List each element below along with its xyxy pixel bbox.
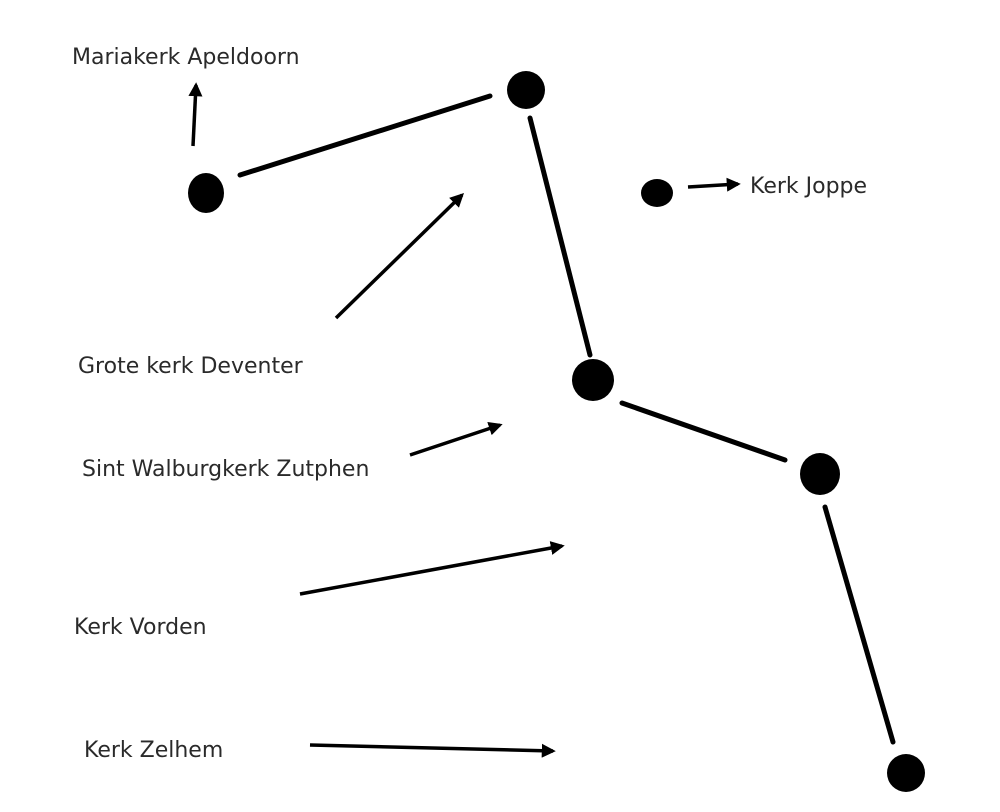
node-grote-kerk-deventer: [507, 71, 545, 109]
arrow-from-deventer-label: [334, 193, 465, 320]
node-kerk-zelhem: [887, 754, 925, 792]
label-mariakerk-apeldoorn: Mariakerk Apeldoorn: [72, 45, 300, 70]
label-sint-walburgkerk-zutphen: Sint Walburgkerk Zutphen: [82, 457, 369, 482]
line-deventer-zutphen: [527, 115, 593, 358]
arrow-to-kerk-joppe-label: [687, 177, 741, 192]
node-mariakerk-apeldoorn: [188, 173, 224, 213]
arrow-from-zelhem-label: [309, 743, 556, 758]
label-grote-kerk-deventer: Grote kerk Deventer: [78, 354, 304, 379]
label-kerk-vorden: Kerk Vorden: [74, 615, 207, 640]
node-sint-walburgkerk-zutphen: [572, 359, 614, 401]
node-kerk-vorden: [800, 453, 840, 495]
label-kerk-joppe: Kerk Joppe: [750, 174, 867, 199]
arrow-from-vorden-label: [299, 541, 565, 596]
line-apeldoorn-deventer: [237, 93, 493, 178]
label-kerk-zelhem: Kerk Zelhem: [84, 738, 223, 763]
arrow-from-zutphen-label: [409, 421, 503, 457]
node-kerk-joppe: [641, 179, 673, 207]
line-vorden-zelhem: [822, 504, 896, 745]
line-zutphen-vorden: [619, 400, 788, 463]
arrow-to-mariakerk-label: [188, 82, 203, 147]
